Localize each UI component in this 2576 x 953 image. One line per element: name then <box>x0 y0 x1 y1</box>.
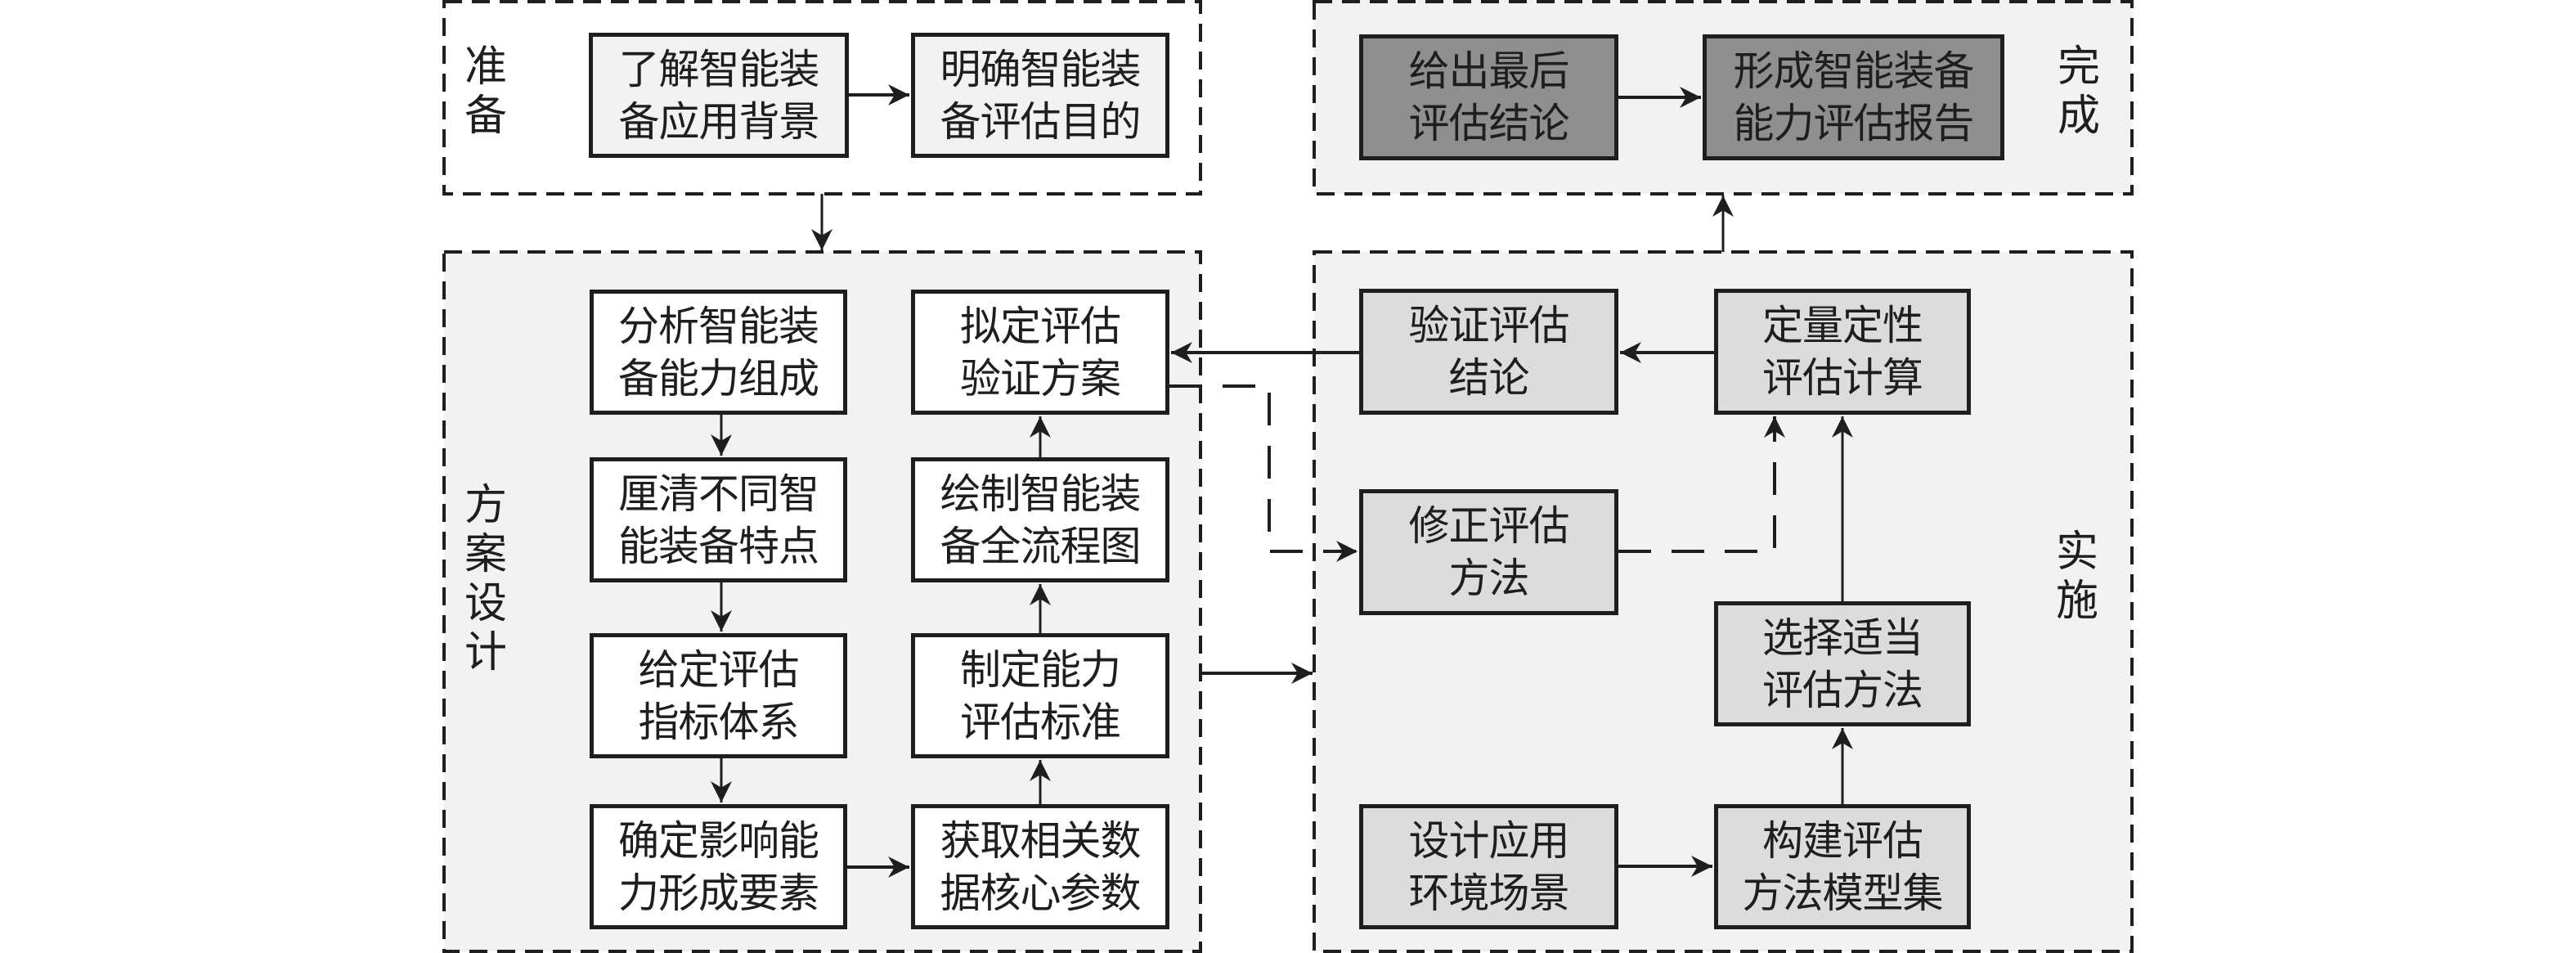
box-text: 了解智能装 备应用背景 <box>618 45 820 146</box>
box-form-report: 形成智能装备 能力评估报告 <box>1703 34 2004 160</box>
box-design-scenario: 设计应用 环境场景 <box>1359 804 1618 929</box>
box-text: 验证评估 结论 <box>1408 302 1570 402</box>
box-text: 绘制智能装 备全流程图 <box>940 470 1142 570</box>
box-text: 明确智能装 备评估目的 <box>940 45 1142 146</box>
box-text: 形成智能装备 能力评估报告 <box>1733 47 1975 147</box>
box-text: 拟定评估 验证方案 <box>960 302 1121 402</box>
box-text: 制定能力 评估标准 <box>960 645 1121 746</box>
box-text: 修正评估 方法 <box>1408 502 1570 602</box>
box-text: 设计应用 环境场景 <box>1408 816 1570 917</box>
box-text: 确定影响能 力形成要素 <box>618 816 819 917</box>
box-quant-qual-calc: 定量定性 评估计算 <box>1714 289 1971 415</box>
box-evaluation-standard: 制定能力 评估标准 <box>911 633 1169 758</box>
box-process-diagram: 绘制智能装 备全流程图 <box>911 457 1169 582</box>
box-revise-method: 修正评估 方法 <box>1359 489 1618 615</box>
box-select-method: 选择适当 评估方法 <box>1714 601 1971 726</box>
box-acquire-data: 获取相关数 据核心参数 <box>911 804 1169 929</box>
box-index-system: 给定评估 指标体系 <box>590 633 847 758</box>
box-text: 构建评估 方法模型集 <box>1742 816 1944 917</box>
box-text: 分析智能装 备能力组成 <box>618 302 819 402</box>
section-label-implement: 实 施 <box>2055 528 2098 626</box>
box-text: 获取相关数 据核心参数 <box>940 816 1142 917</box>
box-analyze-composition: 分析智能装 备能力组成 <box>590 290 847 415</box>
section-label-complete: 完 成 <box>2057 43 2100 141</box>
box-validation-plan: 拟定评估 验证方案 <box>911 290 1169 415</box>
box-clarify-features: 厘清不同智 能装备特点 <box>590 457 847 582</box>
box-build-model-set: 构建评估 方法模型集 <box>1714 804 1971 929</box>
box-text: 给出最后 评估结论 <box>1408 47 1570 147</box>
box-text: 厘清不同智 能装备特点 <box>618 470 819 570</box>
box-determine-factors: 确定影响能 力形成要素 <box>590 804 847 929</box>
box-understand-background: 了解智能装 备应用背景 <box>589 33 849 158</box>
section-label-design: 方 案 设 计 <box>464 481 507 677</box>
box-text: 给定评估 指标体系 <box>638 645 800 746</box>
box-final-conclusion: 给出最后 评估结论 <box>1359 34 1618 160</box>
section-label-prepare: 准 备 <box>464 43 507 141</box>
box-verify-conclusion: 验证评估 结论 <box>1359 289 1618 415</box>
box-text: 定量定性 评估计算 <box>1762 302 1923 402</box>
box-define-purpose: 明确智能装 备评估目的 <box>911 33 1169 158</box>
box-text: 选择适当 评估方法 <box>1762 614 1923 714</box>
